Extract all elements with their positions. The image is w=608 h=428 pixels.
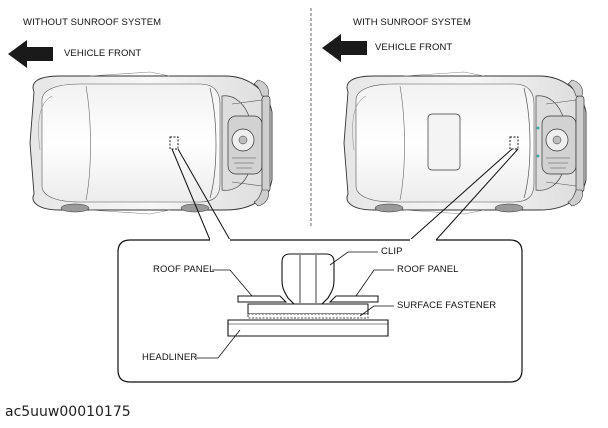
- left-vehicle-front-label: VEHICLE FRONT: [64, 48, 142, 59]
- callout-leader-left-2: [171, 148, 211, 241]
- callout-leader-right: [409, 148, 513, 241]
- right-vehicle-front-label: VEHICLE FRONT: [375, 42, 453, 53]
- headliner-label: HEADLINER: [142, 352, 198, 363]
- document-id: ac5uuw00010175: [5, 404, 131, 420]
- roof-panel-right-label: ROOF PANEL: [397, 264, 459, 275]
- callout-leader-left: [177, 148, 231, 241]
- leader-surface-fastener: [359, 305, 394, 317]
- leader-roof-panel-left: [212, 269, 253, 297]
- right-car-top-view: [343, 71, 587, 215]
- right-panel-title: WITH SUNROOF SYSTEM: [353, 17, 472, 28]
- left-panel-title: WITHOUT SUNROOF SYSTEM: [23, 17, 162, 28]
- surface-fastener-label: SURFACE FASTENER: [397, 300, 497, 311]
- left-vehicle-front-arrow-icon: [8, 40, 53, 68]
- left-car-top-view: [29, 71, 273, 215]
- right-vehicle-front-arrow-icon: [322, 34, 367, 62]
- roof-panel-left-label: ROOF PANEL: [153, 264, 215, 275]
- sunroof-opening: [427, 113, 461, 171]
- leader-headliner: [196, 329, 241, 359]
- clip-cross-section: [227, 253, 389, 337]
- clip-label: CLIP: [381, 246, 403, 257]
- leader-roof-panel-right: [355, 269, 394, 297]
- leader-clip: [329, 251, 378, 266]
- callout-leader-right-2: [435, 148, 519, 241]
